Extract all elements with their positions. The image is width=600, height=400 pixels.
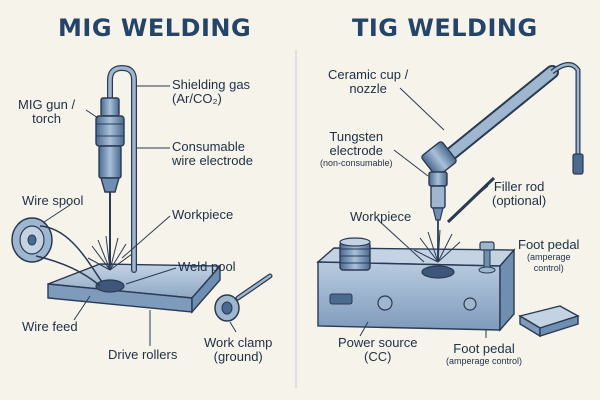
tig-foot-pedal-top-note2: control) <box>533 263 564 273</box>
tig-sparks <box>413 229 461 263</box>
mig-work-clamp-line2: (ground) <box>213 349 263 364</box>
tig-tungsten-note: (non-consumable) <box>320 158 393 168</box>
tig-weld-pool <box>421 265 455 279</box>
mig-shielding-gas-line2: (Ar/CO₂) <box>172 91 222 106</box>
tig-foot-pedal-top-title: Foot pedal <box>518 237 580 252</box>
tig-filler-line2: (optional) <box>492 193 547 208</box>
tig-coil <box>339 237 371 271</box>
tig-tungsten-line2: electrode <box>329 143 384 158</box>
tig-knob <box>478 241 496 274</box>
mig-shielding-gas-label: Shielding gas (Ar/CO₂) <box>172 78 250 106</box>
mig-wire-spool <box>11 217 53 263</box>
tig-panel <box>316 62 584 338</box>
mig-shielding-gas-line1: Shielding gas <box>172 77 251 92</box>
tig-tungsten-label: Tungsten electrode (non-consumable) <box>320 130 393 169</box>
tig-power-source-line1: Power source <box>338 335 418 350</box>
tig-foot-pedal-bottom-label: Foot pedal (amperage control) <box>446 342 522 367</box>
mig-drive-rollers-label: Drive rollers <box>108 347 178 362</box>
tig-filler-line1: Filler rod <box>493 179 545 194</box>
tig-leader-lines <box>359 87 489 338</box>
mig-panel <box>11 64 273 346</box>
mig-torch <box>95 97 125 266</box>
tig-power-source-label: Power source (CC) <box>338 336 417 364</box>
mig-wire-spool-label: Wire spool <box>22 193 84 208</box>
tig-foot-pedal <box>518 305 580 338</box>
mig-wire-feed-line <box>39 225 103 283</box>
tig-title: TIG WELDING <box>352 14 538 42</box>
mig-work-clamp <box>214 273 273 322</box>
mig-gun-label-line1: MIG gun / <box>18 97 76 112</box>
mig-work-clamp-label: Work clamp (ground) <box>204 336 272 364</box>
tig-workpiece-label: Workpiece <box>350 209 412 224</box>
tig-power-source-line2: (CC) <box>364 349 392 364</box>
tig-torch <box>421 62 584 262</box>
tig-filler-rod <box>446 176 496 224</box>
tig-cup-label: Ceramic cup / nozzle <box>328 68 408 96</box>
mig-weld-pool <box>95 279 125 293</box>
tig-foot-pedal-top-label: Foot pedal (amperage control) <box>518 238 579 274</box>
tig-filler-label: Filler rod (optional) <box>492 180 546 208</box>
mig-sparks <box>87 235 133 271</box>
tig-cup-line1: Ceramic cup / <box>328 67 409 82</box>
mig-leader-lines <box>43 85 237 346</box>
mig-weld-pool-label: Weld pool <box>178 259 236 274</box>
mig-electrode-label: Consumable wire electrode <box>172 140 253 168</box>
mig-gun-label-line2: torch <box>32 111 61 126</box>
tig-cup-line2: nozzle <box>349 81 387 96</box>
mig-title: MIG WELDING <box>58 14 252 42</box>
mig-wire-feed-label: Wire feed <box>22 319 78 334</box>
mig-electrode-line1: Consumable <box>172 139 245 154</box>
tig-tungsten-line1: Tungsten <box>329 129 384 144</box>
mig-work-clamp-line1: Work clamp <box>204 335 273 350</box>
mig-electrode-line2: wire electrode <box>172 153 253 168</box>
tig-foot-pedal-bottom-title: Foot pedal <box>453 341 515 356</box>
mig-workpiece-label: Workpiece <box>172 207 234 222</box>
tig-foot-pedal-top-note1: (amperage <box>526 252 571 262</box>
mig-gun-label: MIG gun / torch <box>18 98 75 126</box>
tig-foot-pedal-bottom-note: (amperage control) <box>446 356 523 366</box>
